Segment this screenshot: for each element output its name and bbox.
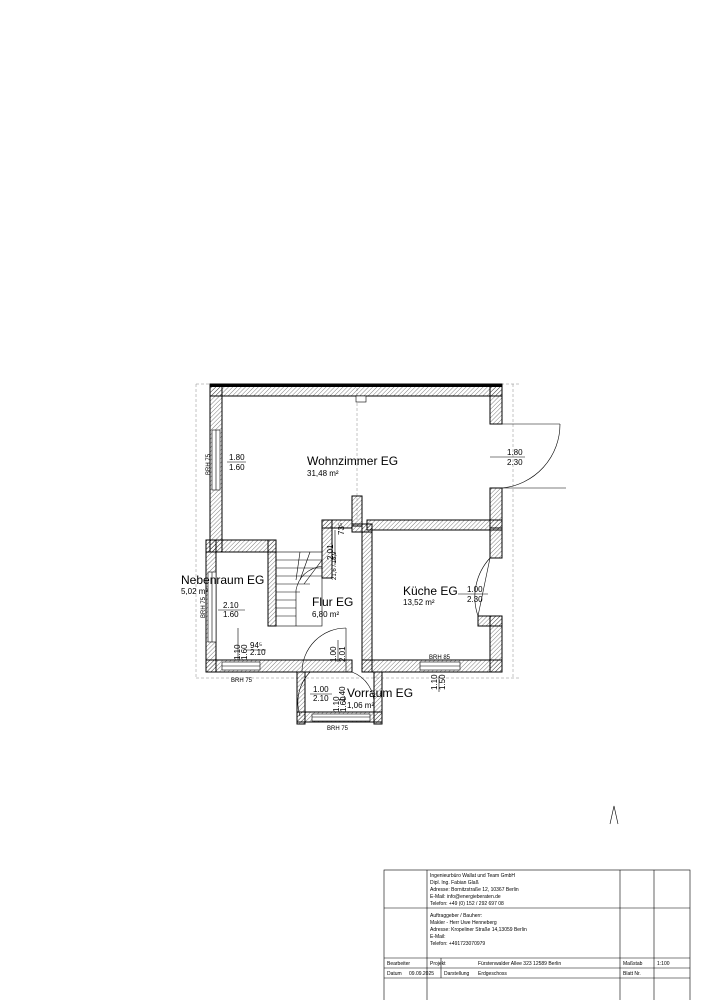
- room-nebenraum-name: Nebenraum EG: [181, 573, 264, 587]
- office-line-3: Adresse: Bornitzstraße 12, 10367 Berlin: [430, 887, 519, 893]
- brh-kueche: BRH 85: [429, 655, 451, 661]
- massstab-label: Maßstab: [623, 961, 643, 967]
- dim-neb-door-94: 94⁵: [250, 641, 262, 650]
- bearbeiter-label: Bearbeiter: [387, 961, 410, 967]
- dim-vor-door-height: 2.10: [313, 694, 329, 703]
- dim-neb-window-width: 2.10: [223, 601, 239, 610]
- darstellung-value: Erdgeschoss: [478, 971, 507, 977]
- opening-dimensions: 1.80 1.60 1.80 2.30 1.00 2.30 2.10 1.60 …: [218, 448, 525, 712]
- client-line-1: Auftraggeber / Bauherr:: [430, 913, 482, 919]
- dim-flur-door-width: 1.00: [329, 646, 338, 662]
- client-line-2: Makler - Herr Uwe Henneberg: [430, 920, 497, 926]
- dim-vor-1-40: 1.40: [338, 686, 347, 702]
- dim-stair-201: 2.01: [326, 544, 335, 560]
- room-nebenraum-area: 5,02 m²: [181, 587, 208, 596]
- client-line-5: Telefon: +491723070979: [430, 941, 485, 947]
- dim-neb-door-210: 2.10: [250, 648, 266, 657]
- dim-vor-window-height: 1.60: [339, 696, 348, 712]
- dim-vor-window-width: 1.10: [332, 696, 341, 712]
- room-vorraum-name: Vorraum EG: [347, 686, 413, 700]
- client-line-4: E-Mail:: [430, 934, 446, 940]
- massstab-value: 1:100: [657, 961, 670, 967]
- office-line-1: Ingenieurbüro Wallat und Team GmbH: [430, 873, 515, 879]
- office-line-4: E-Mail: info@energieberaten.de: [430, 894, 501, 900]
- dim-vor-door-width: 1.00: [313, 685, 329, 694]
- dim-wz-door-width: 1.80: [507, 448, 523, 457]
- dim-wz-window-height: 1.60: [229, 463, 245, 472]
- doors: [237, 423, 566, 717]
- room-kueche-area: 13,52 m²: [403, 598, 435, 607]
- projekt-value: Fürstenwalder Allee 323 12589 Berlin: [478, 961, 561, 967]
- darstellung-label: Darstellung: [444, 971, 470, 977]
- datum-value: 09.09.2025: [409, 971, 434, 977]
- dim-kue-door-width: 1.00: [467, 585, 483, 594]
- office-line-5: Telefon: +49 (0) 152 / 292 697 08: [430, 901, 504, 907]
- room-vorraum-area: 1,06 m²: [347, 701, 374, 710]
- dim-neb-window-height: 1.60: [223, 610, 239, 619]
- brh-labels: BRH 75 BRH 75 BRH 75 BRH 85 BRH 75: [201, 453, 451, 732]
- dim-kue-door-height: 2.30: [467, 595, 483, 604]
- dim-kue-entry-width: 1.10: [430, 674, 439, 690]
- north-arrow-icon: [609, 805, 619, 825]
- dim-neb-door-width: 1.10: [233, 644, 242, 660]
- projekt-label: Projekt: [430, 961, 446, 967]
- client-line-3: Adresse: Kropeliner Straße 14,13059 Berl…: [430, 927, 527, 933]
- dim-neb-door-height: 1.60: [240, 644, 249, 660]
- windows: [207, 429, 461, 722]
- brh-left-mid: BRH 75: [201, 596, 207, 618]
- room-wohnzimmer-area: 31,48 m²: [307, 469, 339, 478]
- dim-wz-window-width: 1.80: [229, 453, 245, 462]
- room-flur-name: Flur EG: [312, 595, 353, 609]
- staircase: [275, 551, 323, 627]
- dim-stair-steps: 21,6 / 18,9: [332, 551, 338, 580]
- datum-label: Datum: [387, 971, 402, 977]
- room-kueche-name: Küche EG: [403, 584, 458, 598]
- dim-flur-door-height: 2.01: [338, 646, 347, 662]
- dim-stair-73: 73⁵: [337, 523, 346, 535]
- office-line-2: Dipl. Ing. Fabian Glaß: [430, 880, 479, 886]
- brh-left-top: BRH 75: [206, 453, 212, 475]
- room-wohnzimmer-name: Wohnzimmer EG: [307, 454, 398, 468]
- blatt-label: Blatt Nr.: [623, 971, 641, 977]
- brh-vorraum: BRH 75: [327, 726, 349, 732]
- dim-wz-door-height: 2.30: [507, 458, 523, 467]
- title-block: Ingenieurbüro Wallat und Team GmbH Dipl.…: [383, 869, 691, 1000]
- room-flur-area: 6,80 m²: [312, 610, 339, 619]
- dim-kue-entry-height: 1.50: [438, 674, 447, 690]
- brh-bottom-left: BRH 75: [231, 678, 253, 684]
